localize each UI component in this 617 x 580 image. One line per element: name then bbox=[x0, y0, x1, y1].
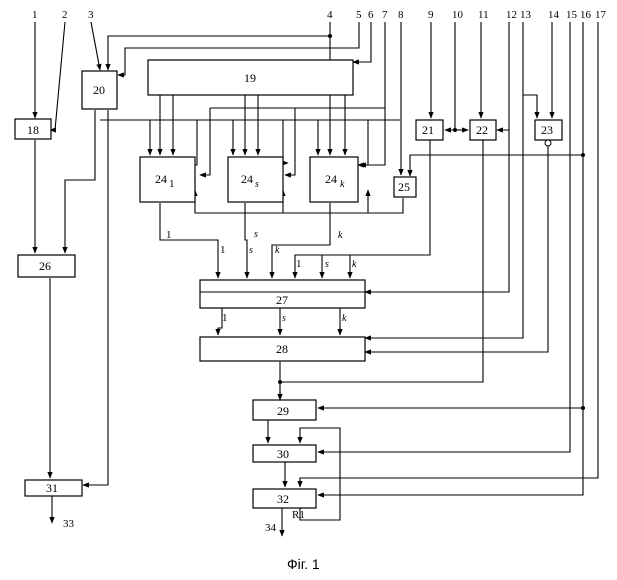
port-label-k-c: k bbox=[352, 259, 357, 270]
input-label-6: 6 bbox=[368, 9, 374, 21]
block-25 bbox=[393, 176, 417, 198]
input-label-11: 11 bbox=[478, 9, 489, 21]
block-18-label: 18 bbox=[27, 123, 39, 137]
block-29 bbox=[252, 399, 317, 421]
block-24-s-sub: s bbox=[255, 179, 259, 190]
input-label-5: 5 bbox=[356, 9, 362, 21]
block-24-k-sub: k bbox=[340, 179, 345, 190]
block-29-label: 29 bbox=[277, 404, 289, 418]
port-label-1-c: 1 bbox=[296, 258, 302, 270]
block-30-label: 30 bbox=[277, 447, 289, 461]
block-23-label: 23 bbox=[541, 123, 553, 137]
inverter-circle bbox=[544, 139, 552, 147]
port-label-k-a: k bbox=[338, 230, 343, 241]
block-19 bbox=[147, 59, 354, 96]
port-labels: 1 s k 1 s k 1 s k 1 s k R1 bbox=[166, 229, 357, 521]
block-22-label: 22 bbox=[476, 123, 488, 137]
input-label-17: 17 bbox=[595, 9, 607, 21]
wires bbox=[32, 21, 599, 537]
input-label-15: 15 bbox=[566, 9, 578, 21]
block-26 bbox=[17, 254, 76, 278]
port-label-s-b: s bbox=[249, 245, 253, 256]
input-label-13: 13 bbox=[520, 9, 532, 21]
input-label-7: 7 bbox=[382, 9, 388, 21]
port-label-s-c: s bbox=[325, 259, 329, 270]
block-25-label: 25 bbox=[398, 180, 410, 194]
block-20-label: 20 bbox=[93, 83, 105, 97]
block-28-label: 28 bbox=[276, 342, 288, 356]
block-27 bbox=[199, 279, 366, 309]
input-labels: 1 2 3 4 5 6 7 8 9 10 11 12 13 14 15 16 1… bbox=[32, 9, 607, 21]
block-31 bbox=[24, 479, 83, 497]
block-26-label: 26 bbox=[39, 259, 51, 273]
block-20 bbox=[81, 70, 118, 110]
block-24-k-label: 24 bbox=[325, 172, 337, 186]
block-24-s-label: 24 bbox=[241, 172, 253, 186]
input-label-2: 2 bbox=[62, 9, 68, 21]
input-label-8: 8 bbox=[398, 9, 404, 21]
block-21 bbox=[415, 119, 444, 141]
input-label-14: 14 bbox=[548, 9, 560, 21]
input-label-12: 12 bbox=[506, 9, 517, 21]
block-27-label: 27 bbox=[276, 293, 288, 307]
block-22 bbox=[469, 119, 497, 141]
input-label-1: 1 bbox=[32, 9, 38, 21]
figure-caption: Фіг. 1 bbox=[287, 556, 320, 572]
block-24-1-sub: 1 bbox=[169, 178, 175, 190]
port-label-1-b: 1 bbox=[220, 244, 226, 256]
port-label-1-d: 1 bbox=[222, 312, 228, 324]
reset-label: R1 bbox=[292, 509, 305, 521]
input-label-10: 10 bbox=[452, 9, 464, 21]
input-label-9: 9 bbox=[428, 9, 434, 21]
port-label-s-d: s bbox=[282, 313, 286, 324]
block-24-s bbox=[227, 156, 284, 203]
port-label-k-b: k bbox=[275, 245, 280, 256]
block-24-1-label: 24 bbox=[155, 172, 167, 186]
block-18 bbox=[14, 118, 52, 140]
input-label-3: 3 bbox=[88, 9, 94, 21]
port-label-k-d: k bbox=[342, 313, 347, 324]
blocks: 18 20 19 24 1 24 s 24 k 25 21 22 23 26 2… bbox=[14, 59, 563, 509]
port-label-1-a: 1 bbox=[166, 229, 172, 241]
port-label-s-a: s bbox=[254, 229, 258, 240]
block-24-1 bbox=[139, 156, 196, 203]
block-32 bbox=[252, 488, 317, 509]
block-32-label: 32 bbox=[277, 492, 289, 506]
block-28 bbox=[199, 336, 366, 362]
block-31-label: 31 bbox=[46, 481, 58, 495]
input-label-16: 16 bbox=[580, 9, 592, 21]
input-label-4: 4 bbox=[327, 9, 333, 21]
block-19-label: 19 bbox=[244, 71, 256, 85]
block-30 bbox=[252, 444, 317, 463]
output-label-34: 34 bbox=[265, 522, 277, 534]
output-label-33: 33 bbox=[63, 518, 75, 530]
block-24-k bbox=[309, 156, 359, 203]
block-21-label: 21 bbox=[422, 123, 434, 137]
